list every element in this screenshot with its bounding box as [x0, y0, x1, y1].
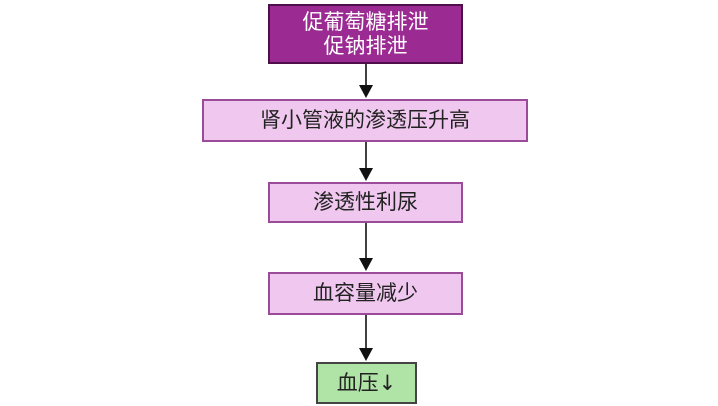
node-text-line: 促钠排泄 [323, 34, 408, 58]
arrow-head-3 [359, 258, 373, 271]
arrow-head-2 [359, 168, 373, 181]
node-osmotic-diuresis: 渗透性利尿 [268, 182, 463, 223]
node-text-line: 渗透性利尿 [313, 190, 418, 215]
node-blood-pressure-decrease: 血压↓ [316, 362, 417, 404]
node-text-line: 血容量减少 [313, 281, 418, 306]
node-text-line: 血压↓ [336, 370, 397, 395]
node-promote-glucose-sodium-excretion: 促葡萄糖排泄 促钠排泄 [268, 4, 463, 64]
node-text-line: 促葡萄糖排泄 [302, 9, 429, 34]
node-text-line: 肾小管液的渗透压升高 [260, 108, 470, 133]
node-tubular-osmotic-pressure-increase: 肾小管液的渗透压升高 [202, 99, 528, 142]
node-blood-volume-decrease: 血容量减少 [268, 272, 463, 315]
arrow-head-1 [359, 85, 373, 98]
arrow-head-4 [359, 348, 373, 361]
